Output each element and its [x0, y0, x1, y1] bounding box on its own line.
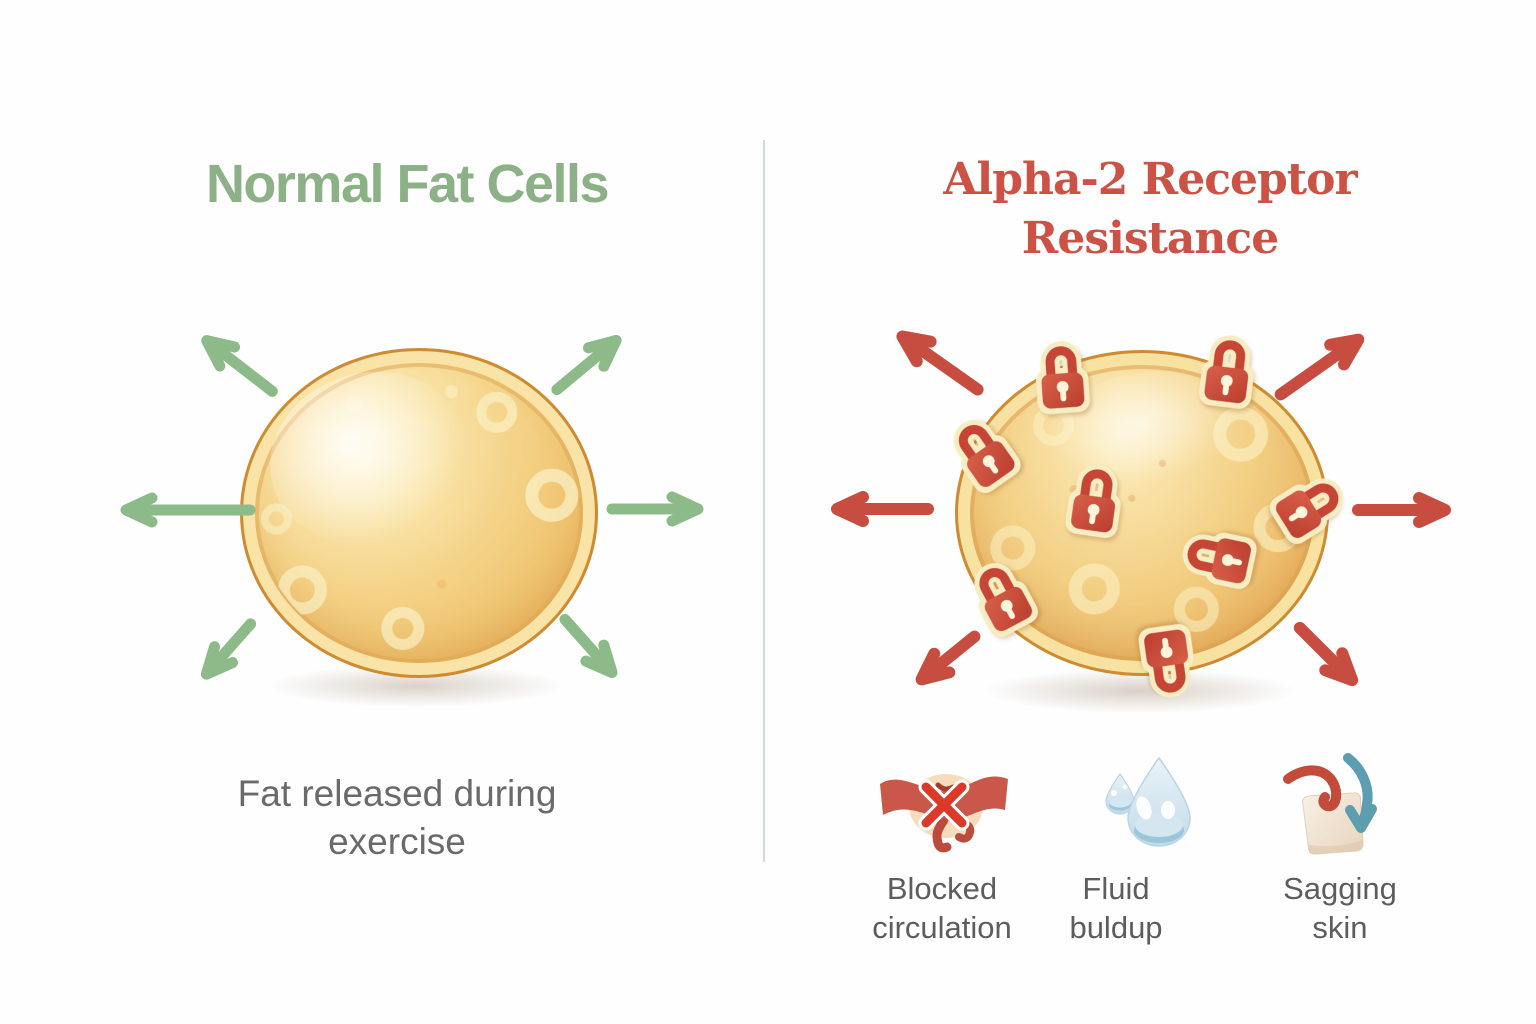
blocked-circulation-icon: [880, 774, 1008, 853]
fluid-buildup-icon: [1105, 756, 1191, 847]
effect-label-fluid-buildup: Fluid buldup: [966, 869, 1266, 947]
normal-fat-cell-illustration: [240, 348, 598, 678]
right-panel-title: Alpha-2 Receptor Resistance: [850, 150, 1450, 268]
sagging-skin-icon: [1283, 753, 1377, 855]
panel-divider: [763, 140, 765, 862]
lock-icon: [1195, 330, 1262, 413]
effect-label-line-2: buldup: [1069, 910, 1163, 945]
lock-icon: [1030, 337, 1093, 417]
left-panel-title: Normal Fat Cells: [205, 154, 610, 214]
blocked-release-arrow-icon: [905, 618, 992, 697]
caption-line-2: exercise: [328, 821, 466, 862]
blocked-release-arrow-icon: [1282, 610, 1370, 698]
effect-label-sagging-skin: Sagging skin: [1190, 869, 1490, 947]
fat-release-arrow-icon: [118, 492, 258, 528]
resistant-fat-cell-illustration: [955, 350, 1329, 676]
effect-label-line-1: Blocked: [886, 871, 998, 906]
lock-icon: [1134, 620, 1202, 703]
left-panel-caption: Fat released during exercise: [197, 770, 597, 866]
fat-release-arrow-icon: [190, 322, 289, 409]
effect-label-line-2: circulation: [872, 910, 1012, 945]
blocked-release-arrow-icon: [886, 318, 994, 408]
lock-icon: [1061, 458, 1129, 541]
caption-line-1: Fat released during: [237, 773, 557, 814]
fat-release-arrow-icon: [540, 322, 633, 408]
right-title-line-1: Alpha-2 Receptor: [943, 154, 1357, 205]
fat-release-arrow-icon: [188, 607, 268, 692]
fat-release-arrow-icon: [604, 491, 706, 527]
blocked-release-arrow-icon: [1264, 321, 1374, 413]
effect-label-blocked-circulation: Blocked circulation: [792, 869, 1092, 947]
effect-label-line-2: skin: [1312, 910, 1368, 945]
effect-label-line-1: Sagging: [1283, 871, 1397, 906]
effect-label-line-1: Fluid: [1082, 871, 1150, 906]
blocked-release-arrow-icon: [829, 491, 936, 527]
fat-release-arrow-icon: [547, 602, 630, 690]
right-title-line-2: Resistance: [1021, 213, 1279, 264]
blocked-release-arrow-icon: [1350, 492, 1453, 528]
